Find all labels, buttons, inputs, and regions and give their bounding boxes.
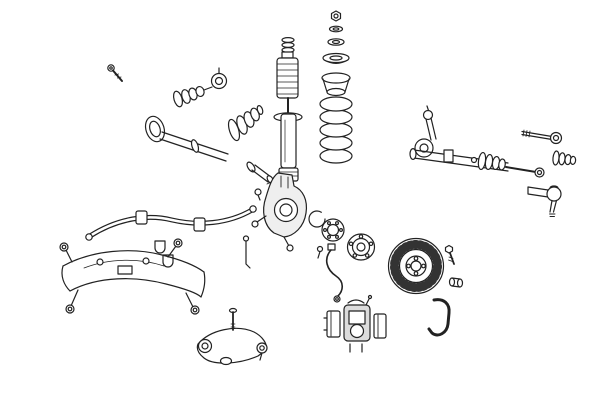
- spacer-sleeve: [448, 277, 464, 288]
- cv-joint: [210, 67, 228, 90]
- shock-absorber-strut: [273, 97, 303, 182]
- axle-boot-large: [227, 105, 264, 142]
- strut-mount-hardware: [321, 10, 351, 97]
- brake-disc: [387, 237, 445, 295]
- control-arm-bolt: [228, 307, 238, 331]
- tie-rod-boot: [552, 150, 577, 166]
- subframe-crossmember: [59, 238, 206, 315]
- brake-pad-outer: [373, 313, 387, 339]
- tie-rod-end: [527, 185, 562, 217]
- coil-spring: [319, 96, 353, 164]
- inner-tie-rod: [521, 129, 563, 145]
- brake-hose: [325, 243, 344, 303]
- retaining-pin: [242, 235, 251, 269]
- outer-stub-axle: [246, 161, 275, 201]
- stabilizer-bar: [85, 205, 257, 241]
- brake-caliper: [343, 294, 373, 353]
- stabilizer-brackets: [154, 240, 174, 268]
- steering-knuckle: [251, 172, 308, 252]
- axle-shaft: [159, 131, 229, 162]
- strut-bump-stop: [281, 36, 295, 53]
- axle-inner-joint: [144, 115, 166, 143]
- caliper-bracket: [427, 298, 451, 337]
- disc-bolt: [444, 244, 455, 265]
- wheel-bearing: [321, 218, 345, 242]
- snap-ring: [308, 210, 326, 228]
- control-arm: [196, 327, 268, 366]
- hose-bolt: [316, 245, 324, 259]
- brake-pad-inner: [323, 310, 341, 338]
- wheel-hub: [346, 233, 376, 261]
- strut-dust-boot: [276, 51, 299, 99]
- bolt-icon: [107, 64, 123, 82]
- steering-rack: [409, 105, 545, 178]
- axle-boot-small: [172, 85, 213, 108]
